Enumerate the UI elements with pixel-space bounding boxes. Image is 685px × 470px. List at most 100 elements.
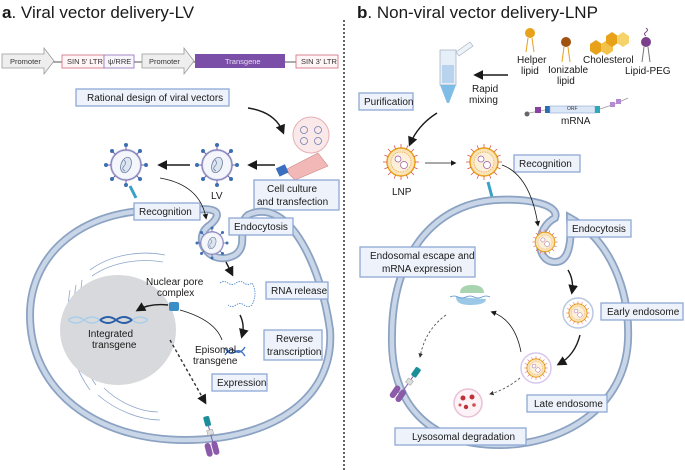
recognition-box-a: [133, 202, 201, 221]
endosomal-escape-label-2: mRNA expression: [382, 264, 462, 275]
lv-virus-icon: [193, 141, 241, 189]
lipid-peg-label: Lipid-PEG: [625, 66, 671, 77]
purification-label: Purification: [364, 97, 413, 108]
transgene-label: Transgene: [225, 57, 261, 66]
mrna-label: mRNA: [561, 116, 591, 127]
psi-rre-label: ψ/RRE: [108, 57, 131, 66]
endosomal-escape-label-1: Endosomal escape and: [370, 251, 475, 262]
sin3-ltr-box: [295, 54, 339, 69]
panel-a-title: a. Viral vector delivery-LV: [2, 3, 195, 22]
endocytosis-box-a: [228, 217, 294, 236]
rational-design-box: [75, 88, 230, 107]
reverse-transcription-box: [263, 329, 323, 361]
rna-release-label: RNA release: [271, 286, 328, 297]
promoter-label-2: Promoter: [149, 57, 180, 66]
panel-a-letter: a: [2, 3, 12, 22]
lysosomal-degradation-box: [394, 427, 527, 446]
late-endosome-icon: [520, 352, 552, 384]
cell-culture-label-2: and transfection: [257, 197, 328, 208]
endocytosis-box-b: [566, 219, 632, 238]
episomal-label-1: Episomal: [195, 345, 236, 356]
helper-lipid-label-1: Helper: [517, 55, 547, 66]
arrow-to-late-endosome: [556, 334, 581, 366]
integrated-label-1: Integrated: [88, 329, 133, 340]
arrow-to-expression-b: [418, 314, 447, 358]
lentiviral-construct: Promoter SIN 5' LTR ψ/RRE Promoter Trans…: [1, 46, 339, 76]
arrow-rt-curve: [179, 309, 223, 341]
endocytosis-label-a: Endocytosis: [234, 222, 288, 233]
nuclear-pore-label-1: Nuclear pore: [146, 277, 204, 288]
panel-a-title-text: . Viral vector delivery-LV: [11, 3, 194, 22]
lipid-peg-icon: [641, 27, 651, 63]
promoter-label-1: Promoter: [10, 57, 41, 66]
rapid-mixing-label-2: mixing: [469, 95, 498, 106]
orf-label: ORF: [567, 106, 578, 112]
reverse-label-2: transcription: [267, 347, 321, 358]
rna-release-box: [265, 281, 329, 300]
arrow-recognition-to-endocytosis-b: [501, 164, 541, 227]
ionizable-lipid-label-1: Ionizable: [548, 65, 588, 76]
mrna-icon: [524, 97, 629, 117]
endocytosis-label-b: Endocytosis: [572, 224, 626, 235]
episomal-dna-icon: [224, 346, 246, 357]
promoter-arrow-2: [141, 46, 195, 76]
arrow-expression: [169, 339, 207, 405]
cell-culture-label-1: Cell culture: [267, 184, 317, 195]
recognition-box-b: [513, 154, 581, 173]
cell-culture-flask-icon: [275, 116, 330, 181]
arrow-recognition-to-endocytosis: [159, 177, 209, 220]
early-endosome-box: [600, 302, 684, 321]
sin3-ltr-label: SIN 3' LTR: [301, 57, 337, 66]
promoter-arrow-1: [1, 46, 55, 76]
panel-b-title: b. Non-viral vector delivery-LNP: [357, 3, 598, 22]
expression-box: [211, 373, 268, 392]
arrow-pore-to-dna: [135, 302, 169, 312]
early-endosome-label: Early endosome: [607, 307, 680, 318]
cholesterol-label: Cholesterol: [583, 55, 634, 66]
lysosome-icon: [453, 388, 483, 418]
endosomal-escape-box: [359, 246, 476, 278]
nuclear-pore-icon: [169, 302, 179, 311]
viral-rna-icon: [219, 281, 256, 307]
arrow-to-lysosome: [489, 377, 521, 396]
helper-lipid-icon: [525, 28, 535, 53]
lnp-endocytosed-icon: [531, 228, 559, 256]
rapid-mixing-label-1: Rapid: [472, 84, 498, 95]
sin5-ltr-label: SIN 5' LTR: [67, 57, 103, 66]
panel-b-letter: b: [357, 3, 367, 22]
microtube-icon: [439, 41, 474, 103]
arrow-endocytosis-to-release: [224, 261, 234, 277]
cholesterol-icon: [590, 32, 629, 55]
arrow-purification-to-lnp: [408, 112, 438, 147]
ionizable-lipid-label-2: lipid: [557, 76, 575, 87]
late-endosome-box: [526, 394, 608, 413]
lnp-icon: [382, 143, 420, 181]
expression-label: Expression: [217, 378, 266, 389]
panel-b-title-text: . Non-viral vector delivery-LNP: [367, 3, 598, 22]
nucleus: [60, 275, 176, 385]
ribosome-icon: [449, 285, 491, 305]
purification-box: [358, 92, 414, 111]
lnp-label: LNP: [392, 187, 412, 198]
psi-rre-box: [103, 54, 135, 69]
early-endosome-icon: [562, 297, 594, 329]
nuclear-pore-label-2: complex: [157, 288, 194, 299]
helper-lipid-label-2: lipid: [521, 66, 539, 77]
lv-label: LV: [211, 191, 223, 202]
integrated-label-2: transgene: [92, 340, 137, 351]
episomal-label-2: transgene: [193, 356, 238, 367]
lysosomal-degradation-label: Lysosomal degradation: [412, 432, 515, 443]
recognition-label-a: Recognition: [139, 207, 192, 218]
lv-endocytosed-icon: [194, 225, 230, 261]
rational-design-label: Rational design of viral vectors: [87, 93, 223, 104]
receptor-binding-icon-b: [486, 181, 494, 198]
ionizable-lipid-icon: [561, 37, 571, 63]
transgene-box: [195, 54, 285, 68]
arrow-to-early-endosome: [567, 269, 578, 295]
integrated-dna-icon: [67, 316, 149, 324]
reverse-label-1: Reverse: [276, 334, 314, 345]
lv-virus-binding-icon: [102, 141, 150, 189]
recognition-label-b: Recognition: [519, 159, 572, 170]
receptor-binding-icon: [128, 185, 138, 199]
